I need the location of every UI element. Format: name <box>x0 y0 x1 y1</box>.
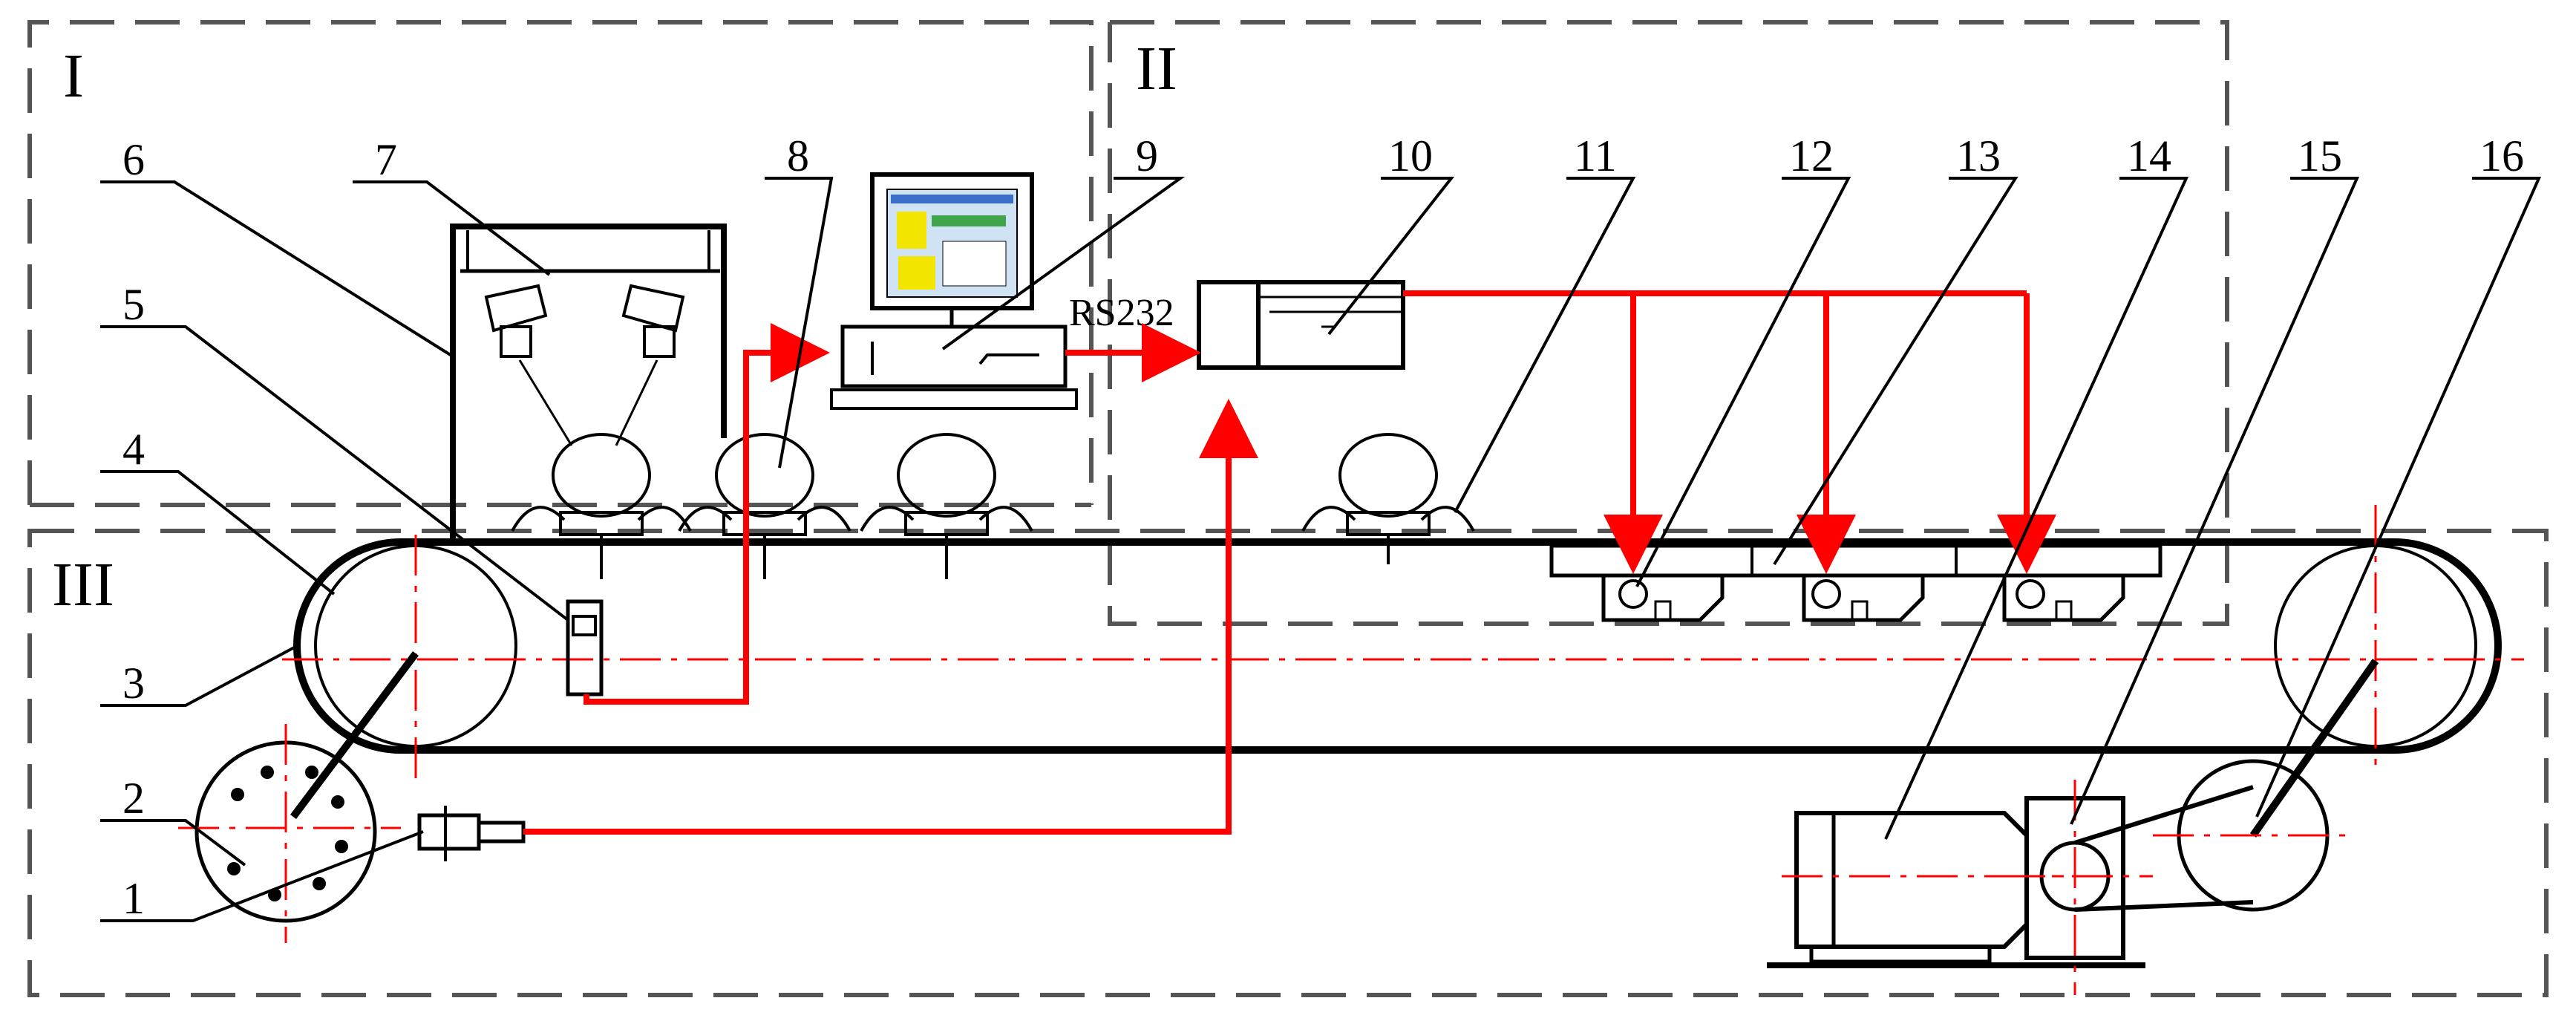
region-iii-frame <box>27 529 2549 997</box>
region-label-ii: II <box>1136 34 1177 103</box>
position-sensor-wire <box>583 323 830 705</box>
callout-numbers: 1 2 3 4 5 6 7 8 9 10 11 12 13 14 15 16 <box>122 131 2524 923</box>
egg-carrier <box>860 433 1033 579</box>
system-unit <box>840 324 1068 388</box>
region-label-i: I <box>63 42 84 111</box>
callout-16: 16 <box>2479 131 2524 180</box>
callout-10: 10 <box>1388 131 1433 180</box>
ejector-actuator <box>1601 575 1725 622</box>
drive-pulley <box>314 544 517 748</box>
callout-14: 14 <box>2127 131 2171 180</box>
callout-6: 6 <box>122 135 145 184</box>
vision-chamber <box>450 224 727 542</box>
computer <box>830 172 1078 410</box>
encoder-wheel <box>178 651 419 943</box>
callout-12: 12 <box>1789 131 1834 180</box>
ejector-actuator <box>2002 575 2125 622</box>
callout-3: 3 <box>122 659 145 708</box>
egg-carrier <box>678 433 851 579</box>
conveyor-belt <box>282 505 2524 780</box>
ejector-rail <box>1549 544 2163 578</box>
ejector-actuator <box>1802 575 1925 622</box>
callout-15: 15 <box>2298 131 2342 180</box>
rs232-label: RS232 <box>1069 292 1174 334</box>
egg-carrier <box>1301 433 1475 564</box>
signal-wires <box>523 290 2056 835</box>
callout-4: 4 <box>122 425 145 474</box>
region-ii-frame <box>1108 20 2229 626</box>
callout-9: 9 <box>1136 131 1158 180</box>
keyboard <box>830 388 1078 410</box>
egg-carriers <box>511 433 1475 579</box>
callout-11: 11 <box>1574 131 1617 180</box>
callout-13: 13 <box>1956 131 2001 180</box>
belt-drive <box>2074 659 2379 912</box>
callout-5: 5 <box>122 280 145 329</box>
encoder-wire <box>523 399 1258 835</box>
region-i-frame <box>27 20 1094 505</box>
camera-left <box>484 284 548 358</box>
position-sensor <box>566 599 604 697</box>
egg-carrier <box>511 433 692 579</box>
callout-1: 1 <box>122 874 145 923</box>
plc-controller <box>1197 280 1405 370</box>
callout-7: 7 <box>375 135 397 184</box>
callout-2: 2 <box>122 774 145 823</box>
callout-8: 8 <box>787 131 809 180</box>
drive-motor <box>1767 811 2145 968</box>
camera-right <box>621 284 685 358</box>
callout-leaders <box>100 177 2542 922</box>
rotary-sensor <box>417 806 526 861</box>
region-label-iii: III <box>52 550 114 619</box>
